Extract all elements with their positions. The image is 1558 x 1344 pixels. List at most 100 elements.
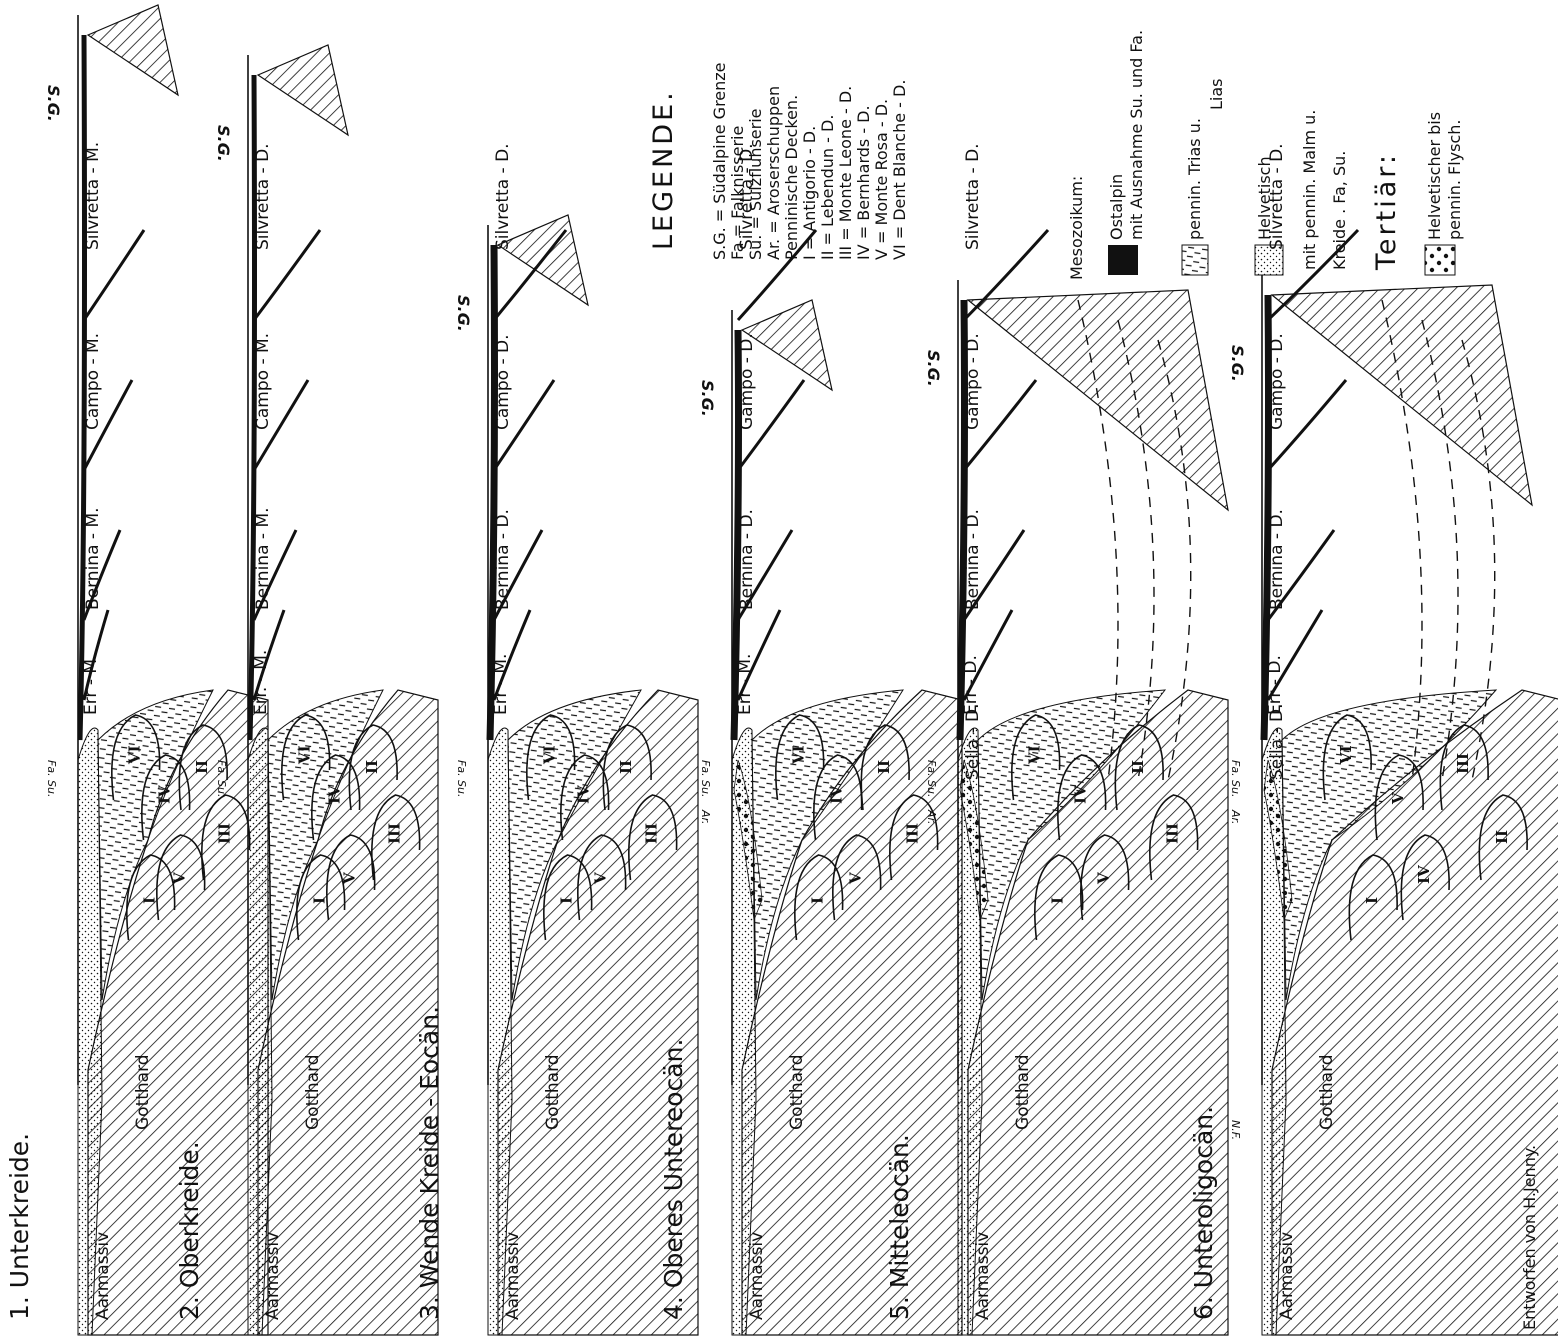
unit-label: Bernina - D.	[737, 509, 757, 610]
legend-mesozoikum-title: Mesozoikum:	[1067, 176, 1086, 280]
sg-marker: S.G.	[698, 380, 717, 417]
unit-label: Silvretta - M.	[83, 142, 103, 250]
nappe-numeral: IV	[575, 785, 593, 804]
nappe-numeral: III	[1454, 753, 1472, 774]
unit-label: Bernina - D.	[1267, 509, 1287, 610]
legend-helvetisch-note2: Kreide . Fa, Su.	[1330, 151, 1349, 270]
credit-line: Entworfen von H.Jenny.	[1520, 1145, 1539, 1330]
nappe-numeral: IV	[156, 785, 174, 804]
nappe-numeral: VI	[296, 745, 314, 765]
unit-label: Silvretta - D.	[963, 143, 983, 250]
nappe-numeral: VI	[541, 745, 559, 765]
unit-label: Aarmassiv	[747, 1232, 767, 1320]
stage-title: 6. Unteroligocän.	[1189, 1106, 1218, 1320]
legend-entry: Fa = Falknisserie	[728, 126, 747, 260]
nf-marker: N.F.	[1229, 1120, 1242, 1140]
legend-entry: S.G. = Südalpine Grenze	[710, 62, 729, 260]
nappe-numeral: VI	[790, 745, 808, 765]
nappe-numeral: I	[809, 897, 827, 904]
sg-marker: S.G.	[1228, 345, 1247, 382]
stage-title: 2. Oberkreide.	[175, 1141, 204, 1320]
unit-label: Gotthard	[787, 1054, 807, 1130]
ar-marker: Ar.	[925, 809, 938, 825]
nappe-numeral: III	[386, 823, 404, 844]
legend-ostalpin-note: mit Ausnahme Su. und Fa.	[1127, 30, 1146, 240]
nappe-numeral: V	[1389, 792, 1407, 805]
unit-label: Gotthard	[303, 1054, 323, 1130]
stage-title: 4. Oberes Untereocän.	[659, 1039, 688, 1320]
nappe-numeral: IV	[326, 785, 344, 804]
legend-trias-2: Lias	[1207, 79, 1226, 111]
unit-label: Campo - M.	[253, 333, 273, 430]
southern-alps-block	[88, 5, 178, 95]
fa-su-marker: Fa. Su.	[699, 760, 712, 798]
legend-title: LEGENDE.	[648, 89, 679, 250]
fa-su-marker: Fa. Su.	[45, 760, 58, 798]
unit-label: Campo - D.	[493, 335, 513, 430]
stage-4: VIIVIIVIIII4. Oberes Untereocän.Aarmassi…	[659, 143, 962, 1335]
unit-label: Gampo - D.	[1267, 333, 1287, 430]
unit-label: Gotthard	[543, 1054, 563, 1130]
unit-label: Aarmassiv	[93, 1232, 113, 1320]
legend-entry: IV = Bernhards - D.	[854, 105, 873, 260]
unit-label: Err - M.	[81, 654, 101, 715]
nappe-numeral: I	[1363, 897, 1381, 904]
legend-entry: Ar. = Aroserschuppen	[764, 86, 783, 260]
stage-3: VIIVIIVIIII3. Wende Kreide - Eocän.Aarma…	[415, 143, 698, 1335]
legend-entry: Su. = Sulzfluhserie	[746, 108, 765, 260]
unit-label: Gampo - D.	[737, 333, 757, 430]
legend-flysch-1: Helvetischer bis	[1425, 112, 1444, 240]
ar-marker: Ar.	[1229, 809, 1242, 825]
legend-entry: V = Monte Rosa - D.	[872, 99, 891, 260]
fa-su-marker: Fa. Su.	[455, 760, 468, 798]
nappe-numeral: IV	[1415, 865, 1433, 884]
nappe-numeral: VI	[1026, 745, 1044, 765]
southern-alps-block	[258, 45, 348, 135]
legend-entry: III = Monte Leone - D.	[836, 86, 855, 260]
sg-marker: S.G.	[44, 85, 63, 122]
fa-su-marker: Fa. Su.	[925, 760, 938, 798]
swatch-trias	[1182, 245, 1208, 275]
nappe-numeral: II	[363, 760, 381, 774]
nappe-numeral: I	[1049, 897, 1067, 904]
unit-label: Campo - M.	[83, 333, 103, 430]
legend-helvetisch-note1: mit pennin. Malm u.	[1300, 110, 1319, 270]
nappe-numeral: II	[1129, 760, 1147, 774]
legend-helvetisch: Helvetisch	[1255, 156, 1274, 240]
unit-label: Silvretta - D.	[493, 143, 513, 250]
unit-label: Bernina - D.	[493, 509, 513, 610]
sg-marker: S.G.	[214, 125, 233, 162]
unit-label: Err. - M.	[251, 650, 271, 715]
sg-marker: S.G.	[454, 295, 473, 332]
unit-label: Gotthard	[1013, 1054, 1033, 1130]
nappe-numeral: V	[592, 872, 610, 885]
legend-entry: VI = Dent Blanche - D.	[890, 80, 909, 260]
nappe-numeral: VI	[126, 745, 144, 765]
legend-tertiar-title: Tertiär:	[1371, 152, 1402, 271]
nappe-numeral: II	[617, 760, 635, 774]
swatch-flysch	[1425, 245, 1455, 275]
nappe-numeral: II	[875, 760, 893, 774]
unit-label: Aarmassiv	[1277, 1232, 1297, 1320]
unit-label: Aarmassiv	[263, 1232, 283, 1320]
unit-label: Bernina - M.	[83, 507, 103, 610]
unit-label: Silvretta - D.	[253, 143, 273, 250]
stage-1: VIIVIIVIIII1. Unterkreide.AarmassivGotth…	[5, 5, 268, 1335]
legend-entry: Penninische Decken.	[782, 95, 801, 260]
nappe-numeral: IV	[1072, 785, 1090, 804]
stage-title: 3. Wende Kreide - Eocän.	[415, 1006, 444, 1320]
sg-marker: S.G.	[924, 350, 943, 387]
unit-label: Aarmassiv	[503, 1232, 523, 1320]
swatch-ostalpin	[1108, 245, 1138, 275]
unit-label: Gotthard	[133, 1054, 153, 1130]
fa-su-marker: Fa. Su.	[1229, 760, 1242, 798]
swatch-helvetisch	[1255, 245, 1283, 275]
nappe-numeral: III	[216, 823, 234, 844]
nappe-numeral: II	[1493, 830, 1511, 844]
nappe-numeral: I	[558, 897, 576, 904]
unit-label: Err - M.	[735, 654, 755, 715]
nappe-numeral: III	[904, 823, 922, 844]
unit-label: Bernina - M.	[253, 507, 273, 610]
fa-su-marker: Fa. Su.	[215, 760, 228, 798]
